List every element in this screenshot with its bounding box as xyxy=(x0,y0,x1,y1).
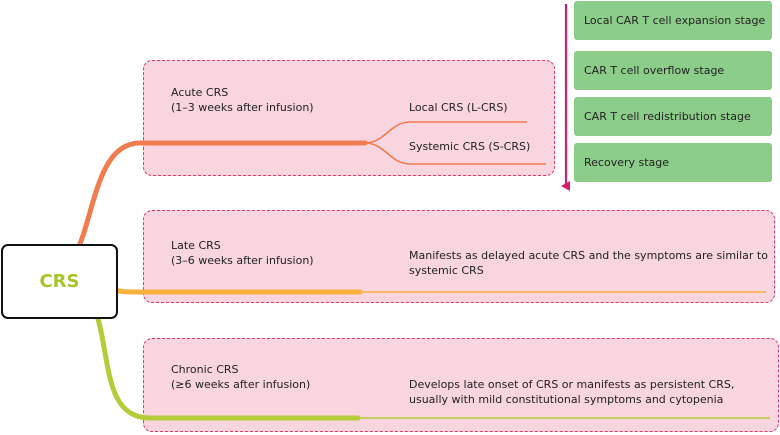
chronic-branch-line xyxy=(95,316,361,421)
chronic-crs-description-line2: usually with mild constitutional symptom… xyxy=(409,393,724,406)
late-crs-timing: (3–6 weeks after infusion) xyxy=(171,254,314,267)
local-crs-label: Local CRS (L-CRS) xyxy=(409,101,508,114)
late-crs-title: Late CRS xyxy=(171,239,221,252)
acute-crs-box xyxy=(143,60,555,176)
systemic-crs-label: Systemic CRS (S-CRS) xyxy=(409,140,531,153)
acute-crs-title: Acute CRS xyxy=(171,86,229,99)
late-crs-box xyxy=(143,210,775,303)
chronic-crs-title: Chronic CRS xyxy=(171,363,239,376)
stage-recovery: Recovery stage xyxy=(574,143,772,182)
late-branch-line xyxy=(109,283,363,295)
chronic-crs-timing: (≥6 weeks after infusion) xyxy=(171,378,311,391)
acute-branch-line xyxy=(77,140,368,247)
stage-overflow: CAR T cell overflow stage xyxy=(574,51,772,90)
acute-split-upper xyxy=(364,121,527,144)
late-crs-description-line2: systemic CRS xyxy=(409,264,484,277)
acute-crs-timing: (1–3 weeks after infusion) xyxy=(171,101,314,114)
acute-split-lower xyxy=(364,142,546,165)
chronic-crs-description-line1: Develops late onset of CRS or manifests … xyxy=(409,378,735,391)
late-crs-description-line1: Manifests as delayed acute CRS and the s… xyxy=(409,249,768,262)
crs-root-node: CRS xyxy=(1,244,118,319)
crs-root-label: CRS xyxy=(39,271,80,292)
stage-local-expansion: Local CAR T cell expansion stage xyxy=(574,1,772,40)
stage-redistribution: CAR T cell redistribution stage xyxy=(574,97,772,136)
